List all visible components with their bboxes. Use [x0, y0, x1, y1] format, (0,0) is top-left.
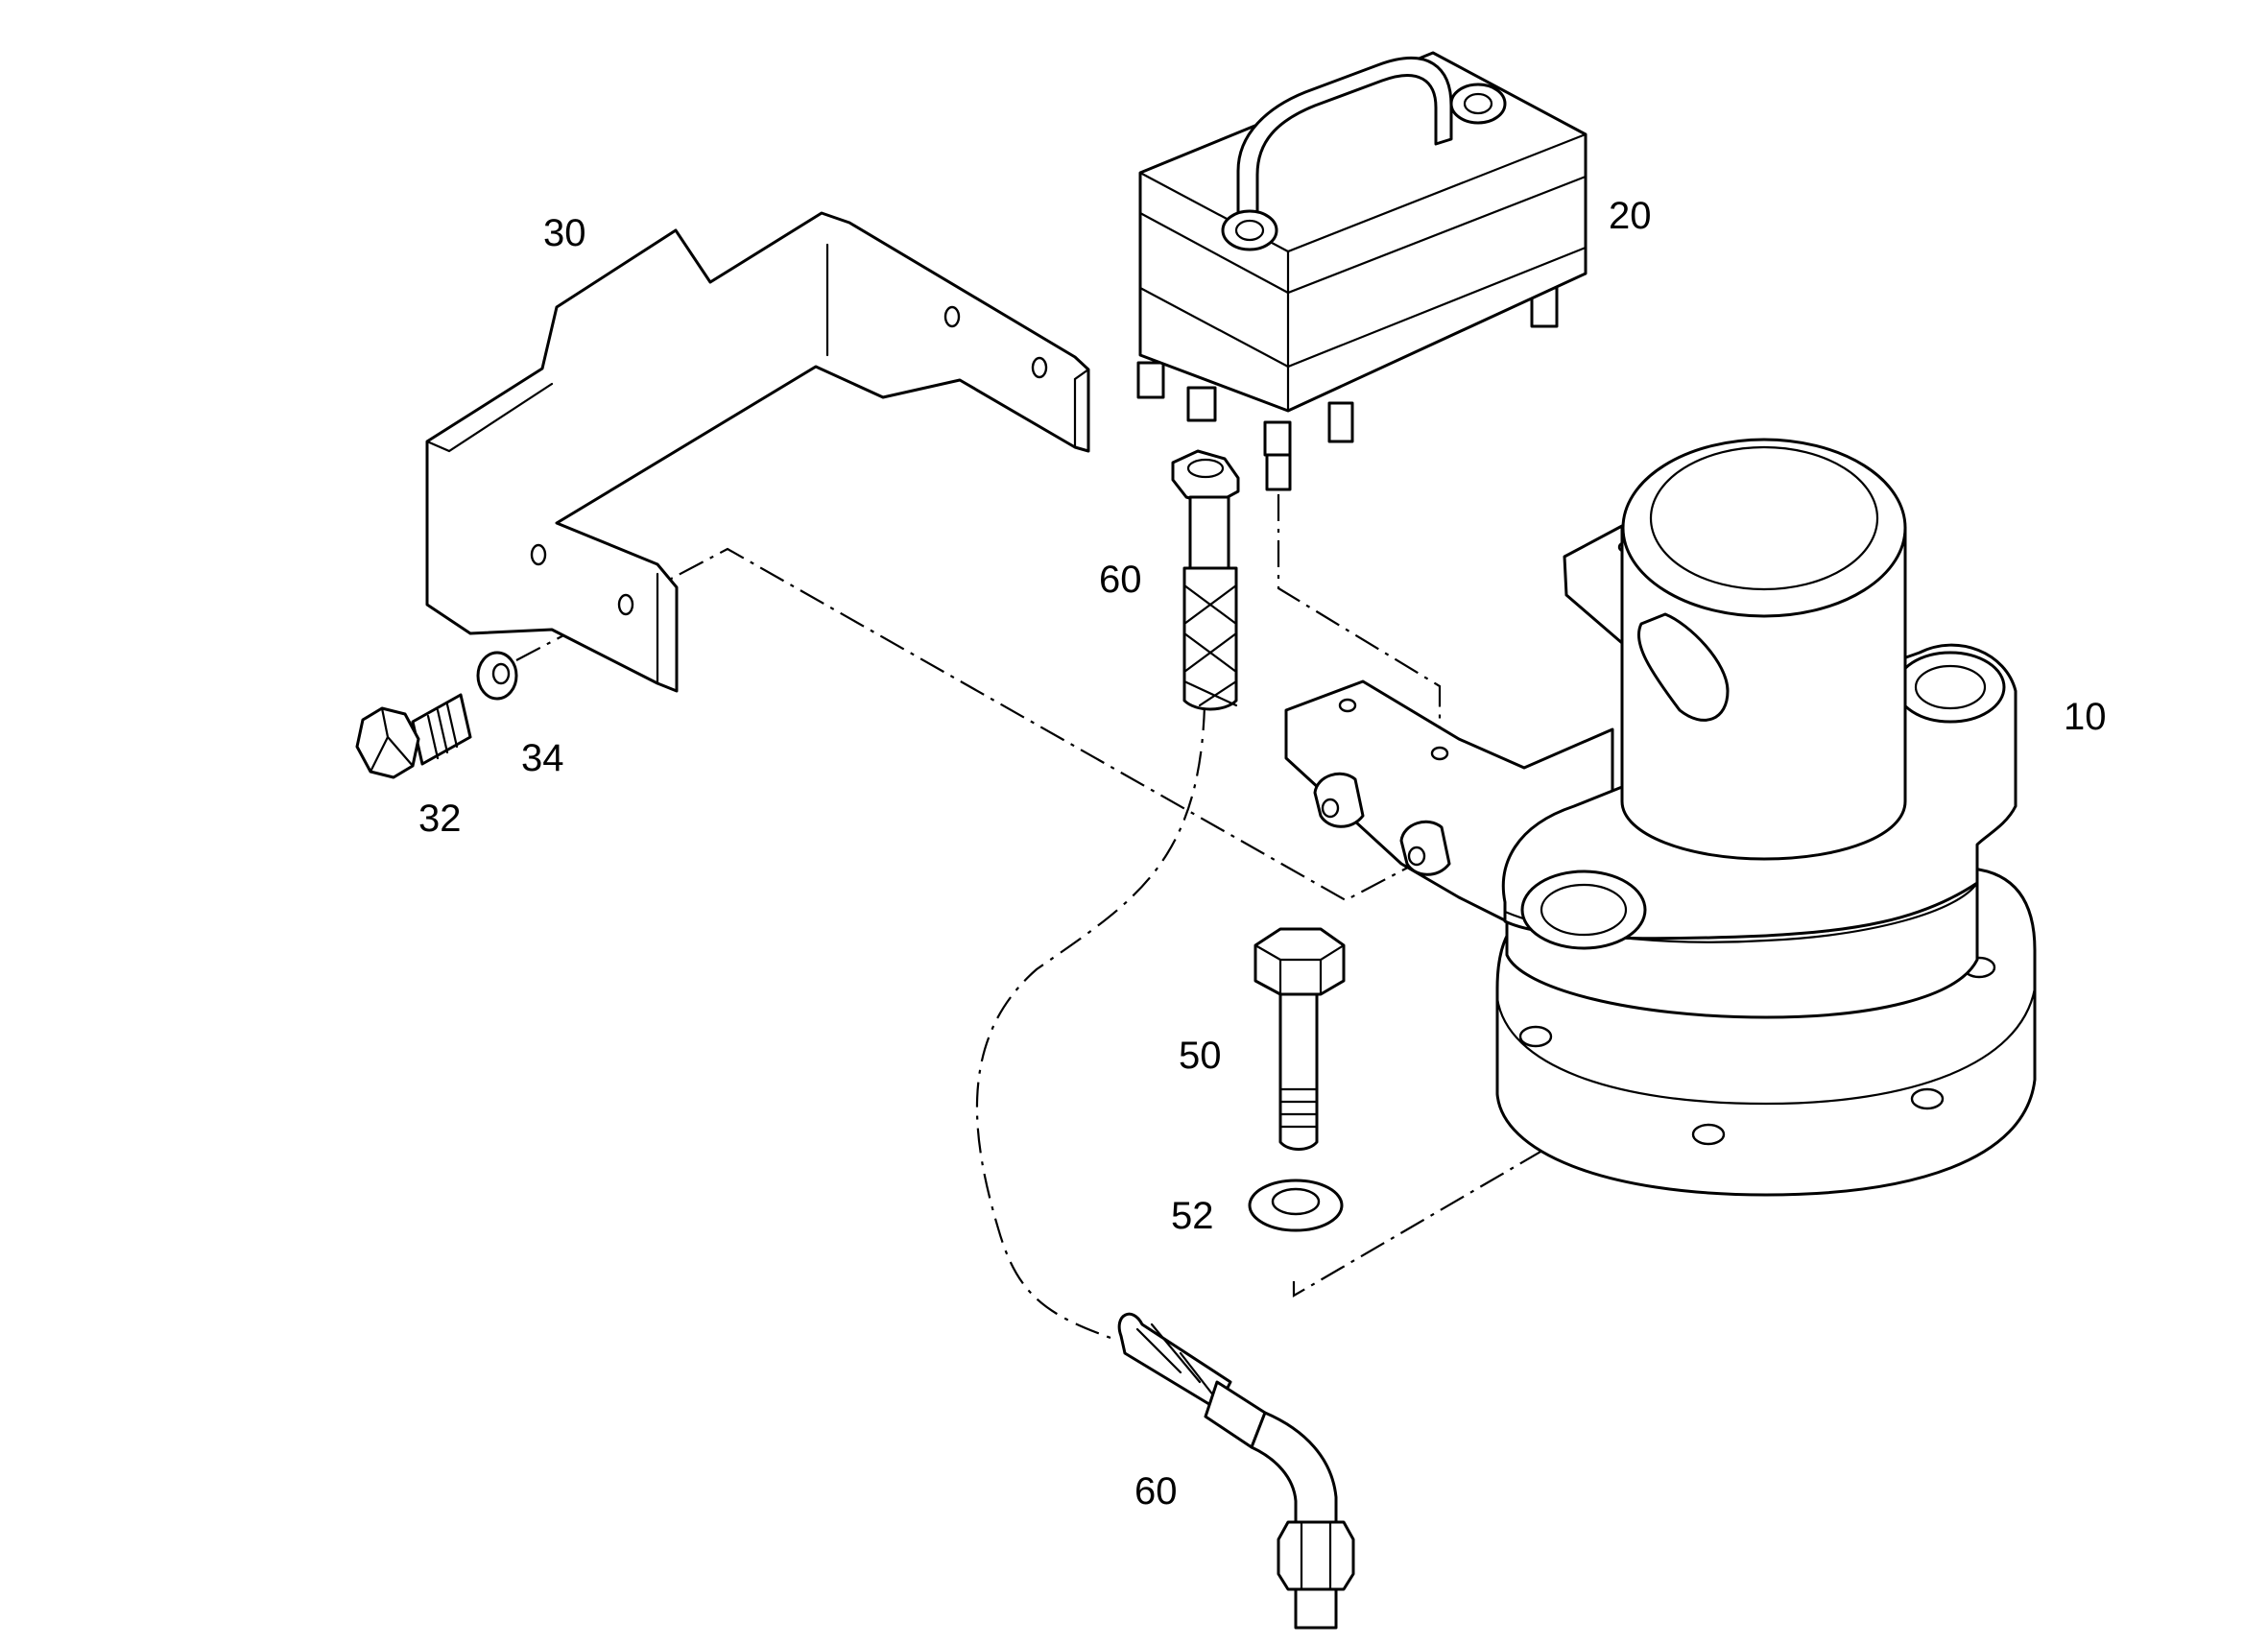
- washer-34: [476, 651, 518, 701]
- bolt-50-head: [1253, 927, 1346, 996]
- hose-lower-tip: [1294, 1587, 1338, 1630]
- valve-layer-line-1: [1138, 175, 1588, 295]
- bolt-50-head-facet: [1253, 943, 1346, 962]
- housing-flange-edge: [1495, 987, 2037, 1106]
- bracket-fold-left: [425, 382, 554, 453]
- valve-knob-right: [1449, 83, 1507, 125]
- bolt-32-thread: [436, 708, 449, 754]
- callout-34: 34: [521, 737, 564, 779]
- callout-50: 50: [1179, 1035, 1222, 1077]
- valve-knob-left: [1221, 209, 1278, 251]
- washer-52-inner: [1271, 1187, 1321, 1216]
- hose-lower-braid-pattern: [1135, 1322, 1216, 1398]
- side-boss-1: [1313, 772, 1365, 828]
- hose-upper-nut-bore: [1186, 458, 1225, 479]
- flange-hole-3: [1910, 1087, 1945, 1110]
- housing-left-boss-bore: [1540, 883, 1628, 937]
- hose-lower-elbow: [1250, 1411, 1338, 1524]
- hose-60-lower: [1117, 1312, 1355, 1630]
- callout-30: 30: [543, 212, 586, 254]
- center-line-valve-to-housing: [1277, 494, 1442, 758]
- bolt-32-thread: [445, 703, 459, 749]
- valve-port-center: [1186, 386, 1217, 422]
- hose-upper-ferrule: [1188, 495, 1230, 570]
- valve-knob-left-inner: [1234, 219, 1265, 242]
- valve-body-outline: [1138, 51, 1588, 413]
- callout-60-lower: 60: [1134, 1470, 1178, 1513]
- flange-hole-1: [1518, 1025, 1553, 1048]
- side-boss-2: [1399, 820, 1451, 876]
- side-mount-hole-2: [1430, 746, 1449, 761]
- callout-52: 52: [1171, 1195, 1214, 1237]
- bolt-50: [1253, 927, 1346, 1151]
- bolt-32-head-facet: [369, 735, 390, 774]
- side-boss-2-hole: [1407, 846, 1426, 867]
- hose-routing-line: [975, 704, 1206, 1341]
- hose-upper-braid: [1182, 566, 1238, 711]
- bolt-32-head: [355, 706, 420, 779]
- bracket-hole-4: [617, 593, 634, 616]
- valve-knob-right-inner: [1463, 92, 1493, 115]
- callout-10: 10: [2064, 696, 2107, 738]
- center-line-bracket-to-housing: [515, 547, 1420, 902]
- housing-cylinder-cap: [1649, 445, 1879, 591]
- valve-port-right: [1263, 420, 1292, 457]
- housing-cylinder-port: [1636, 612, 1730, 722]
- valve-block-20: [1136, 51, 1588, 491]
- bracket-hole-3: [530, 543, 547, 566]
- housing-left-boss: [1520, 870, 1647, 950]
- bracket-hole-1: [943, 305, 961, 328]
- callout-32: 32: [418, 798, 462, 840]
- hose-60-upper: [1171, 449, 1240, 711]
- housing-right-boss: [1895, 651, 2006, 724]
- washer-34-inner: [491, 662, 511, 685]
- hose-upper-braid-pattern: [1182, 584, 1238, 707]
- bracket-hole-2: [1031, 356, 1048, 379]
- flange-hole-2: [1691, 1123, 1726, 1146]
- housing-cylinder: [1620, 526, 1907, 861]
- hose-lower-nut: [1277, 1520, 1355, 1591]
- side-mount-hole-1: [1338, 698, 1357, 713]
- housing-cylinder-top: [1621, 438, 1907, 618]
- bolt-32-thread: [426, 714, 440, 760]
- side-boss-1-hole: [1321, 798, 1340, 819]
- valve-layer-line-2: [1138, 246, 1588, 369]
- housing-10: [1284, 438, 2037, 1197]
- valve-handle: [1236, 57, 1453, 230]
- valve-port-left: [1136, 361, 1165, 399]
- callout-20: 20: [1609, 195, 1652, 237]
- valve-screw-front: [1327, 401, 1354, 443]
- bolt-32: [355, 693, 472, 779]
- bolt-50-shank: [1278, 987, 1319, 1151]
- callout-60-upper: 60: [1099, 559, 1142, 601]
- housing-right-boss-bore: [1914, 664, 1987, 710]
- callout-labels: 10 20 30 32 34 50 52 60 60: [418, 195, 2107, 1513]
- valve-pin: [1265, 453, 1292, 491]
- washer-52: [1248, 1179, 1344, 1232]
- bracket-fold-right: [1073, 368, 1090, 449]
- bracket-outline: [425, 211, 1090, 693]
- bracket-30: [425, 211, 1090, 693]
